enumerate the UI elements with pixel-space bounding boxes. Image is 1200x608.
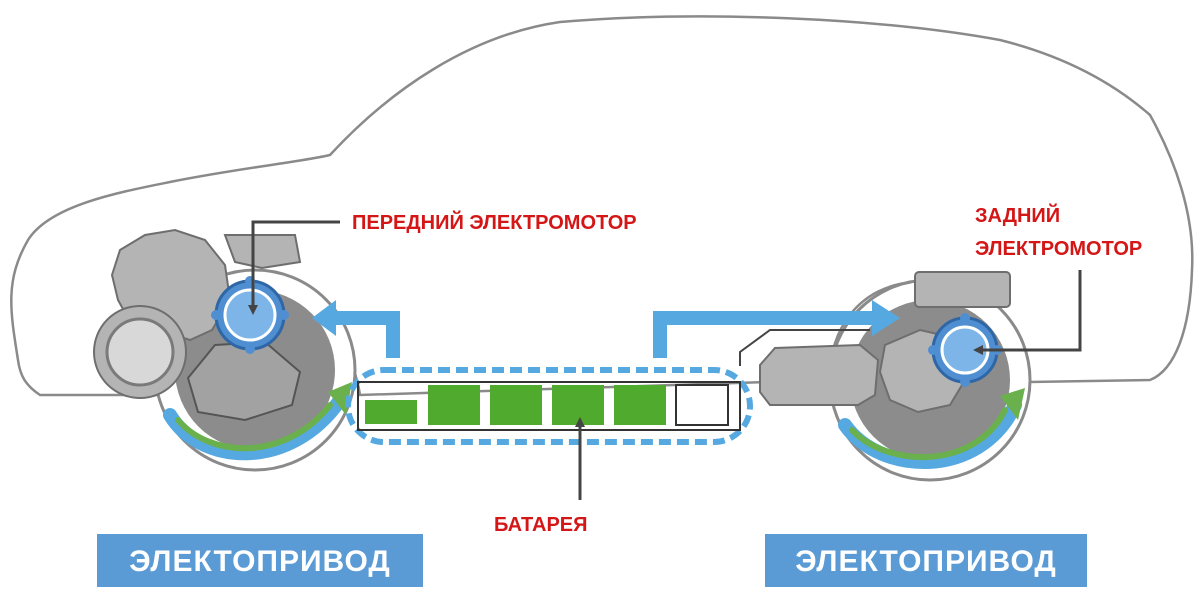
- rear-motor-label-line2: ЭЛЕКТРОМОТОР: [975, 238, 1142, 260]
- rear-wheel-assembly: [759, 271, 1032, 482]
- front-motor-icon: [211, 276, 289, 354]
- battery-label: БАТАРЕЯ: [494, 514, 588, 536]
- rear-motor-icon: [928, 313, 1002, 387]
- left-drive-banner-text: ЭЛЕКТОПРИВОД: [129, 545, 391, 578]
- right-drive-banner-text: ЭЛЕКТОПРИВОД: [795, 545, 1057, 578]
- rear-motor-pointer: [973, 270, 1082, 355]
- battery-connector-line: [739, 329, 870, 366]
- front-wheel-assembly: [93, 228, 357, 472]
- front-motor-label: ПЕРЕДНИЙ ЭЛЕКТРОМОТОР: [352, 210, 637, 234]
- battery-cell: [490, 385, 542, 425]
- battery-cell: [614, 385, 666, 425]
- battery-dashed-border: [345, 367, 753, 445]
- battery-cell: [365, 400, 417, 424]
- flow-arrow-to-rear-motor: [653, 300, 900, 358]
- flow-arrow-to-front-motor: [312, 300, 400, 358]
- front-motor-pointer: [248, 220, 340, 315]
- front-drive-arrow-blue: [163, 393, 347, 461]
- rear-motor-label-line1: ЗАДНИЙ: [975, 203, 1060, 227]
- battery-cell: [552, 385, 604, 425]
- rear-inverter-unit: [759, 343, 880, 406]
- front-transmission-housing: [223, 234, 302, 270]
- battery-frame: [357, 381, 741, 431]
- right-drive-banner: ЭЛЕКТОПРИВОД: [765, 534, 1087, 587]
- front-drive-arrow-green: [175, 402, 333, 452]
- battery-cell: [428, 385, 480, 425]
- front-gear-housing: [186, 340, 302, 422]
- rear-upper-housing: [914, 271, 1011, 308]
- battery-cell-empty: [675, 384, 729, 426]
- rear-drive-arrowhead: [1000, 388, 1025, 420]
- left-drive-banner: ЭЛЕКТОПРИВОД: [97, 534, 423, 587]
- front-engine-gear: [93, 305, 187, 399]
- rear-drive-arrow-green: [849, 407, 1008, 461]
- battery-pack: [345, 367, 753, 445]
